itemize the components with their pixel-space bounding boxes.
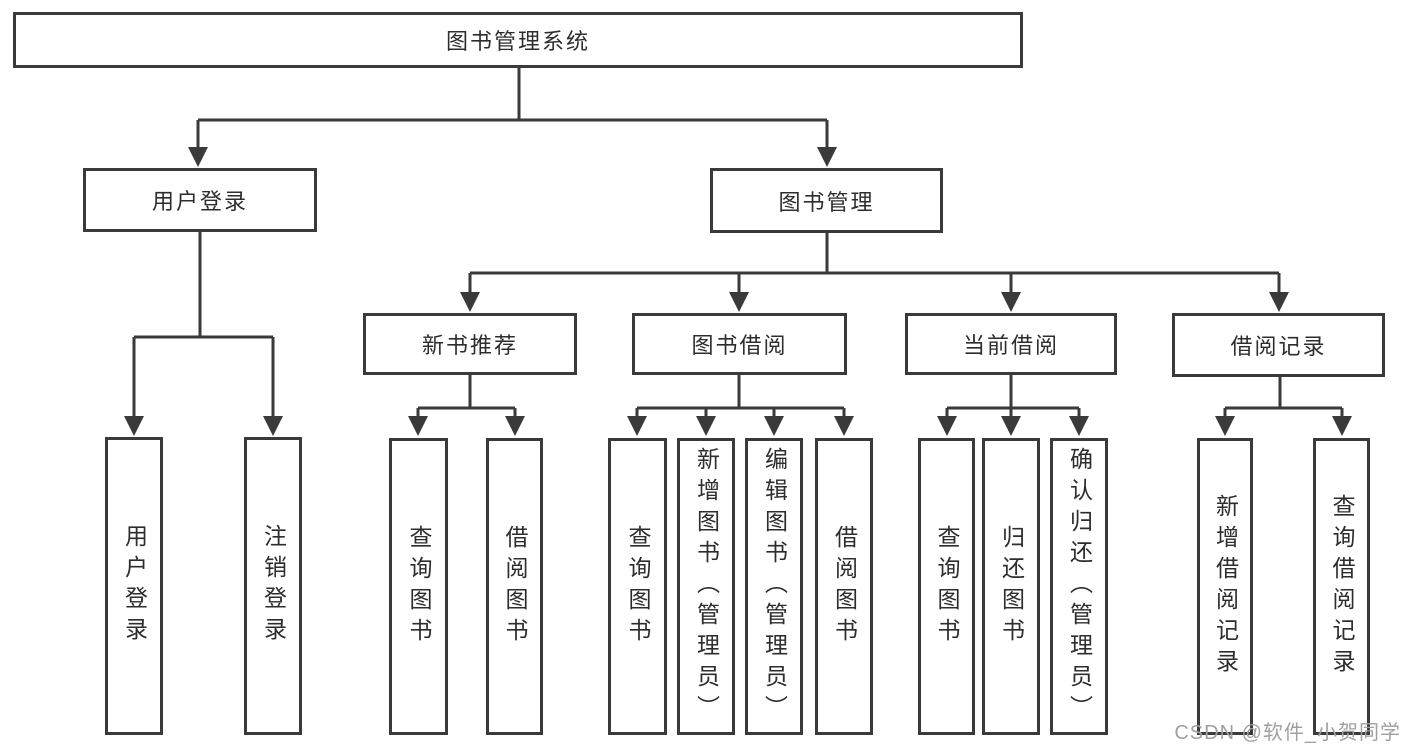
leaf-borrow-book-2-label: 借阅图书 (831, 524, 858, 649)
leaf-edit-book: 编辑图书（管理员） (745, 438, 803, 735)
node-borrow-records: 借阅记录 (1172, 313, 1385, 377)
leaf-query-book-2-label: 查询图书 (625, 524, 651, 649)
leaf-query-borrow-record-label: 查询借阅记录 (1329, 493, 1355, 680)
leaf-borrow-book-1-label: 借阅图书 (502, 524, 528, 649)
leaf-add-borrow-record: 新增借阅记录 (1197, 438, 1253, 735)
node-user-login: 用户登录 (83, 168, 317, 232)
leaf-query-book-1-label: 查询图书 (406, 524, 432, 649)
node-current-borrow-label: 当前借阅 (962, 333, 1059, 358)
leaf-query-borrow-record: 查询借阅记录 (1313, 438, 1370, 735)
node-book-borrow: 图书借阅 (632, 313, 847, 375)
leaf-add-book-label: 新增图书（管理员） (693, 447, 720, 726)
leaf-borrow-book-2: 借阅图书 (815, 438, 873, 735)
leaf-confirm-return-label: 确认归还（管理员） (1066, 447, 1093, 726)
node-user-login-label: 用户登录 (151, 189, 248, 214)
leaf-add-borrow-record-label: 新增借阅记录 (1212, 493, 1239, 680)
leaf-return-book-label: 归还图书 (998, 524, 1025, 649)
node-root-label: 图书管理系统 (445, 29, 590, 54)
leaf-return-book: 归还图书 (982, 438, 1040, 735)
node-book-borrow-label: 图书借阅 (691, 333, 788, 358)
leaf-edit-book-label: 编辑图书（管理员） (761, 447, 788, 726)
node-new-book-recommend: 新书推荐 (363, 313, 577, 375)
leaf-logout-label: 注销登录 (260, 524, 287, 648)
leaf-query-book-1: 查询图书 (389, 438, 448, 735)
leaf-add-book: 新增图书（管理员） (677, 438, 735, 735)
node-current-borrow: 当前借阅 (905, 313, 1117, 375)
leaf-query-book-3-label: 查询图书 (934, 524, 960, 649)
node-root: 图书管理系统 (13, 12, 1023, 68)
leaf-borrow-book-1: 借阅图书 (486, 438, 543, 735)
node-book-management: 图书管理 (710, 168, 943, 233)
leaf-query-book-3: 查询图书 (918, 438, 975, 735)
leaf-confirm-return: 确认归还（管理员） (1050, 438, 1108, 735)
node-borrow-records-label: 借阅记录 (1230, 334, 1327, 359)
node-book-management-label: 图书管理 (778, 189, 875, 215)
leaf-logout: 注销登录 (244, 437, 302, 735)
csdn-watermark: CSDN @软件_小贺同学 (1174, 722, 1401, 744)
leaf-user-login-label: 用户登录 (121, 524, 148, 648)
node-new-book-recommend-label: 新书推荐 (421, 333, 518, 358)
leaf-query-book-2: 查询图书 (608, 438, 667, 735)
leaf-user-login: 用户登录 (105, 437, 163, 735)
